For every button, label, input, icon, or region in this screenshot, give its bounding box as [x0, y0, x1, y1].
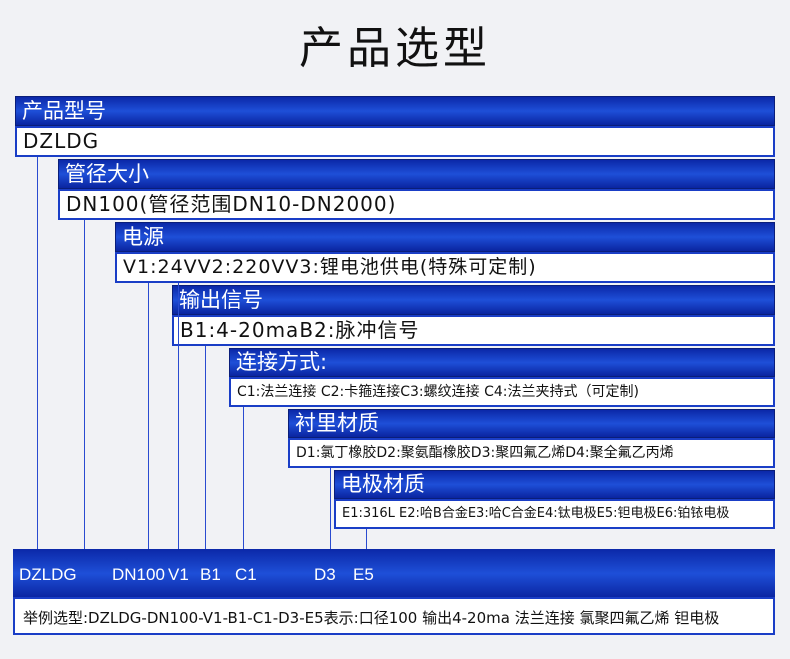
code-pipe-size: DN100 — [112, 565, 165, 584]
example-text: 举例选型:DZLDG-DN100-V1-B1-C1-D3-E5表示:口径100 … — [13, 597, 775, 635]
connector-line — [148, 283, 149, 549]
row-value-pipe-size: DN100(管径范围DN10-DN2000) — [58, 189, 775, 220]
connector-line — [84, 220, 85, 549]
page-title: 产品选型 — [299, 23, 491, 74]
row-label-model: 产品型号 — [15, 96, 775, 126]
row-label-pipe-size: 管径大小 — [58, 159, 775, 189]
row-value-lining: D1:氯丁橡胶D2:聚氨酯橡胶D3:聚四氟乙烯D4:聚全氟乙丙烯 — [288, 438, 775, 468]
code-model: DZLDG — [19, 565, 77, 584]
row-label-electrode: 电极材质 — [334, 470, 775, 499]
connector-line — [205, 346, 206, 549]
row-label-connection: 连接方式: — [229, 348, 775, 377]
code-output: B1 — [200, 565, 221, 584]
row-value-connection: C1:法兰连接 C2:卡箍连接C3:螺纹连接 C4:法兰夹持式（可定制) — [229, 377, 775, 407]
row-value-electrode: E1:316L E2:哈B合金E3:哈C合金E4:钛电极E5:钽电极E6:铂铱电… — [334, 499, 775, 529]
connector-line — [366, 529, 367, 549]
row-label-power: 电源 — [115, 222, 775, 252]
code-connection: C1 — [235, 565, 257, 584]
code-bar — [13, 549, 775, 598]
code-power: V1 — [168, 565, 189, 584]
connector-line — [37, 157, 38, 549]
connector-line — [243, 407, 244, 549]
code-lining: D3 — [314, 565, 336, 584]
connector-line — [178, 283, 179, 549]
row-label-lining: 衬里材质 — [288, 409, 775, 438]
code-electrode: E5 — [353, 565, 374, 584]
row-value-power: V1:24VV2:220VV3:锂电池供电(特殊可定制) — [115, 252, 775, 283]
row-value-output: B1:4-20maB2:脉冲信号 — [172, 315, 775, 346]
row-value-model: DZLDG — [15, 126, 775, 157]
connector-line — [330, 468, 331, 549]
row-label-output: 输出信号 — [172, 285, 775, 315]
